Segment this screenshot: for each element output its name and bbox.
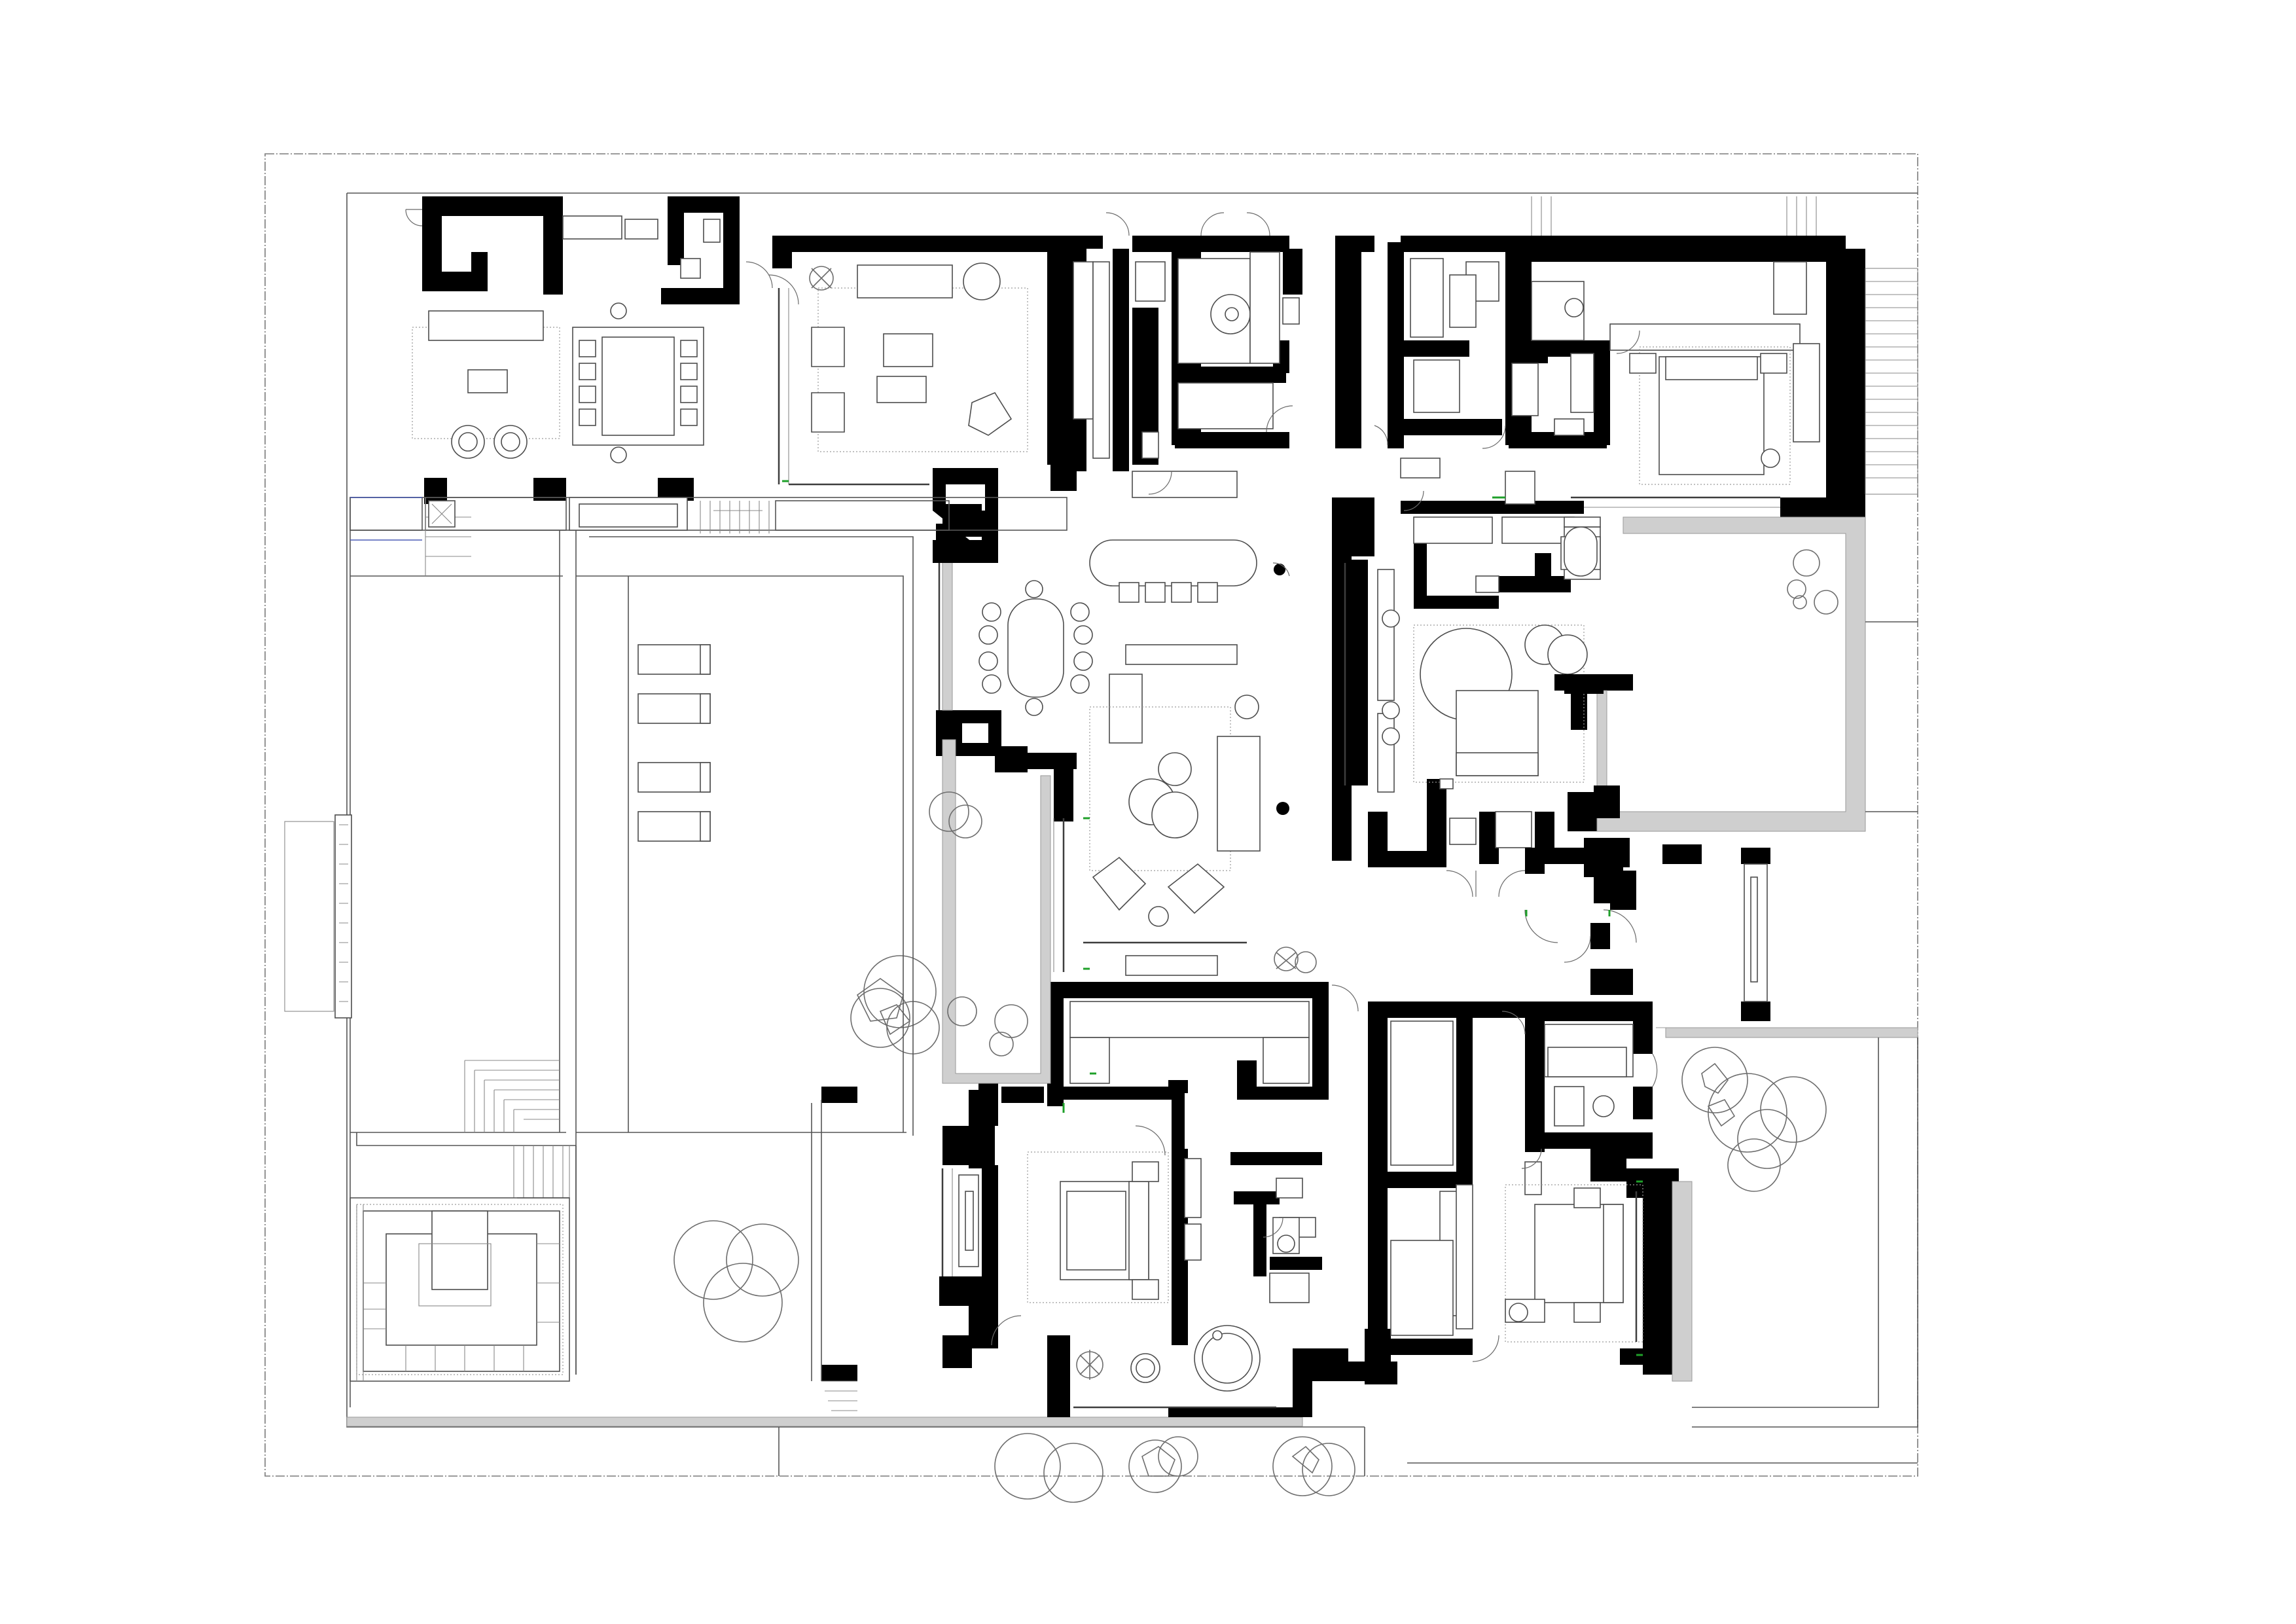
entry-passage bbox=[1524, 844, 1770, 1021]
pool-area bbox=[284, 497, 1067, 1407]
living-room-west bbox=[809, 262, 1028, 452]
sunken-lounge bbox=[350, 1146, 570, 1382]
plant-central bbox=[1274, 947, 1317, 973]
door-accents bbox=[782, 480, 1505, 1075]
southeast-garden bbox=[1656, 1027, 1918, 1428]
central-south-block bbox=[1047, 982, 1528, 1384]
dining-chairs-guest bbox=[579, 302, 698, 463]
east-suite bbox=[1332, 458, 1685, 949]
southeast-suite bbox=[1439, 1001, 1693, 1382]
south-garden bbox=[673, 1087, 1355, 1503]
site-boundary bbox=[264, 153, 1918, 1477]
southwest-suite bbox=[939, 1080, 1368, 1417]
plant-southwest bbox=[1076, 1350, 1103, 1380]
sun-loungers bbox=[637, 644, 711, 842]
east-courtyard bbox=[1564, 516, 1918, 832]
west-courtyard bbox=[850, 524, 1051, 1084]
guest-pavilion bbox=[405, 196, 792, 504]
plant-living bbox=[809, 266, 834, 291]
central-living bbox=[978, 539, 1317, 976]
east-deck-stairs bbox=[1531, 196, 1918, 495]
